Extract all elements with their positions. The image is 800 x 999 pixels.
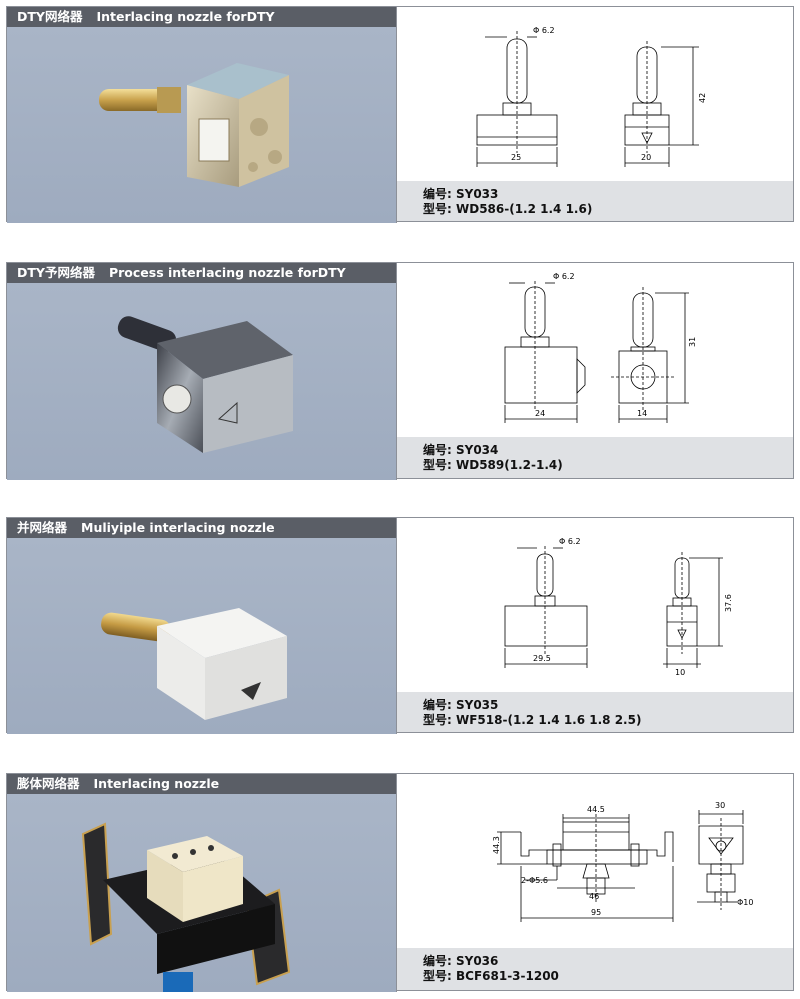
dim-width-side: 20 [641, 153, 651, 162]
spec-panel: 编号: SY034 型号: WD589(1.2-1.4) [397, 437, 793, 478]
spec-panel: 编号: SY036 型号: BCF681-3-1200 [397, 948, 793, 990]
dim-top: 44.5 [587, 805, 605, 814]
product-model: WD586-(1.2 1.4 1.6) [456, 202, 593, 216]
dim-width-side: 10 [675, 668, 685, 677]
nozzle-photo-illustration [99, 63, 289, 187]
dim-side-top: 30 [715, 801, 725, 810]
model-label: 型号: [423, 202, 452, 216]
technical-drawing: Φ 6.2 24 14 31 [397, 263, 793, 439]
technical-drawing: Φ 6.2 25 20 42 [397, 7, 793, 183]
spec-panel: 编号: SY035 型号: WF518-(1.2 1.4 1.6 1.8 2.5… [397, 692, 793, 732]
product-model: WD589(1.2-1.4) [456, 458, 563, 472]
nozzle-photo-illustration [81, 822, 291, 992]
dim-width-front: 25 [511, 153, 521, 162]
code-label: 编号: [423, 187, 452, 201]
dim-width-front: 29.5 [533, 654, 551, 663]
product-code: SY034 [456, 443, 499, 457]
code-label: 编号: [423, 443, 452, 457]
dim-height: 42 [698, 93, 707, 103]
product-photo [7, 283, 396, 480]
dim-phi: Φ 6.2 [533, 26, 555, 35]
product-model: BCF681-3-1200 [456, 969, 559, 983]
product-code: SY036 [456, 954, 499, 968]
dim-height: 31 [688, 337, 697, 347]
model-label: 型号: [423, 969, 452, 983]
product-model: WF518-(1.2 1.4 1.6 1.8 2.5) [456, 713, 642, 727]
product-photo [7, 538, 396, 734]
product-photo [7, 27, 396, 223]
model-label: 型号: [423, 713, 452, 727]
nozzle-photo-illustration [117, 316, 293, 453]
dim-width-front: 24 [535, 409, 545, 418]
code-label: 编号: [423, 954, 452, 968]
dim-phi: Φ 6.2 [553, 272, 575, 281]
product-photo [7, 794, 396, 992]
spec-panel: 编号: SY033 型号: WD586-(1.2 1.4 1.6) [397, 181, 793, 221]
dim-total: 95 [591, 908, 601, 917]
model-label: 型号: [423, 458, 452, 472]
dim-width-side: 14 [637, 409, 647, 418]
technical-drawing: 44.5 44.3 2-Φ5.6 46 95 30 Φ10 [397, 774, 793, 950]
product-code: SY033 [456, 187, 499, 201]
product-code: SY035 [456, 698, 499, 712]
dim-inner: 46 [589, 892, 599, 901]
nozzle-photo-illustration [101, 608, 287, 720]
dim-height: 44.3 [492, 836, 501, 854]
code-label: 编号: [423, 698, 452, 712]
dim-holes: 2-Φ5.6 [521, 876, 548, 885]
dim-phi: Φ 6.2 [559, 537, 581, 546]
technical-drawing: Φ 6.2 29.5 10 37.6 [397, 518, 793, 694]
dim-height: 37.6 [724, 594, 733, 612]
dim-side-phi: Φ10 [737, 898, 753, 907]
